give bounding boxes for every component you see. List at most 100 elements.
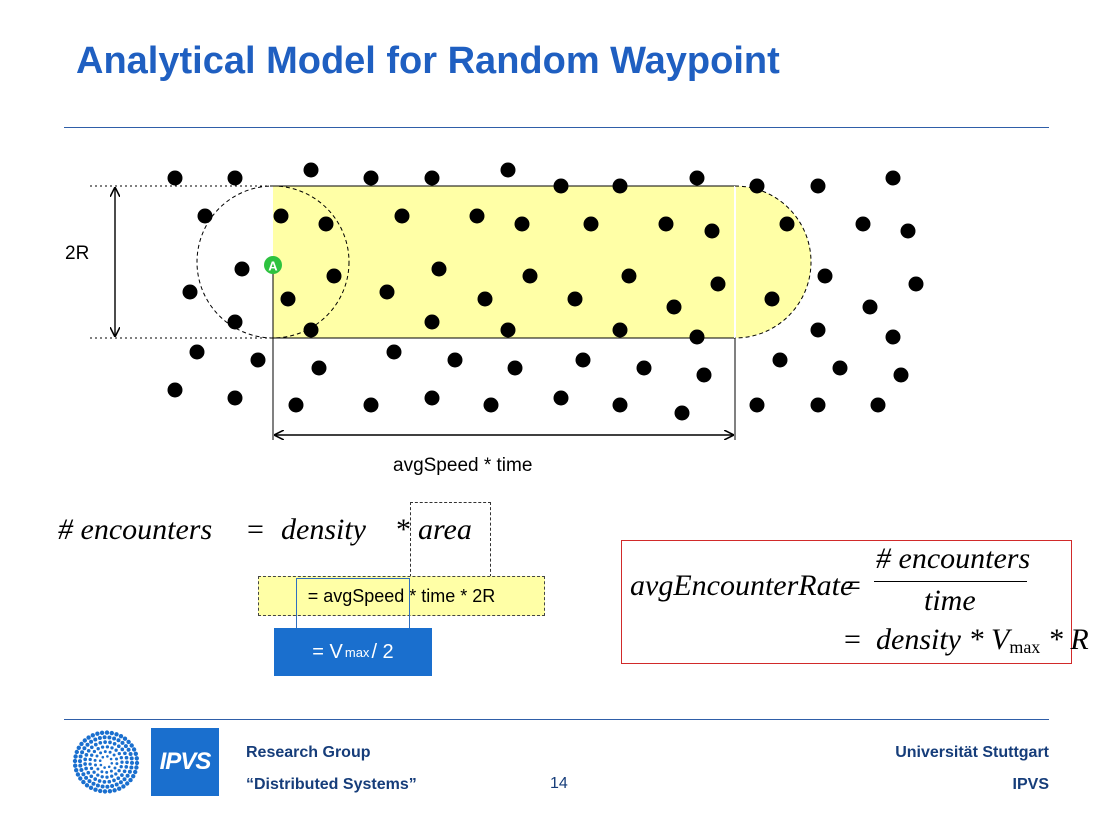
logo-dot	[83, 757, 88, 762]
node-dot	[674, 405, 690, 421]
node-dot	[696, 367, 712, 383]
node-dot	[553, 390, 569, 406]
page-number: 14	[550, 775, 568, 792]
node-dot	[469, 208, 485, 224]
logo-dot	[114, 732, 119, 737]
node-dot	[567, 291, 583, 307]
logo-dot	[72, 758, 78, 764]
logo-dot	[115, 757, 118, 761]
node-dot	[424, 170, 440, 186]
logo-dot	[107, 779, 112, 784]
logo-dot	[99, 730, 105, 735]
logo-dot	[125, 773, 130, 778]
logo-dot	[123, 744, 128, 749]
node-dot	[424, 390, 440, 406]
node-dot	[227, 390, 243, 406]
logo-dot	[118, 734, 124, 739]
multiply-symbol: *	[396, 513, 411, 546]
logo-dot	[110, 774, 114, 778]
logo-dot	[131, 774, 136, 779]
node-dot	[500, 322, 516, 338]
node-dot	[379, 284, 395, 300]
logo-dot	[101, 755, 105, 759]
logo-dot	[114, 748, 118, 752]
node-dot	[575, 352, 591, 368]
node-dot	[810, 322, 826, 338]
node-a-label: A	[268, 259, 278, 274]
logo-dot	[93, 758, 97, 762]
research-group-label: Research Group	[246, 744, 371, 761]
logo-dot	[110, 783, 115, 789]
node-dot	[303, 162, 319, 178]
node-dot	[197, 208, 213, 224]
logo-dot	[126, 747, 131, 752]
logo-dot	[121, 784, 126, 789]
logo-dot	[108, 740, 112, 745]
logo-dot	[102, 789, 108, 794]
logo-dot	[119, 756, 123, 760]
logo-dot	[107, 735, 112, 740]
logo-dot	[86, 770, 91, 775]
node-dot	[772, 352, 788, 368]
logo-dot	[88, 785, 94, 790]
node-dot	[394, 208, 410, 224]
node-dot	[855, 216, 871, 232]
logo-dot	[74, 749, 79, 755]
logo-dot	[128, 751, 133, 757]
node-dot	[621, 268, 637, 284]
logo-dot	[117, 786, 122, 791]
logo-dot	[125, 781, 130, 786]
logo-dot	[93, 737, 98, 742]
node-dot	[431, 261, 447, 277]
node-dot	[779, 216, 795, 232]
node-dot	[167, 170, 183, 186]
node-dot	[810, 397, 826, 413]
encounters-symbol: # encounters	[58, 513, 213, 546]
logo-dot	[93, 787, 98, 792]
waypoint-diagram: A	[90, 162, 924, 440]
logo-dot	[103, 766, 106, 769]
node-dot	[689, 329, 705, 345]
logo-dot	[95, 783, 100, 788]
logo-dot	[108, 750, 112, 754]
logo-dot	[88, 762, 92, 766]
logo-dot	[75, 772, 81, 777]
fraction-bar	[874, 581, 1027, 582]
logo-dot	[99, 751, 103, 755]
logo-dot	[116, 776, 121, 781]
logo-dot	[94, 763, 97, 767]
node-dot	[507, 360, 523, 376]
logo-dot	[102, 780, 107, 784]
logo-dot	[134, 756, 139, 761]
logo-dot	[93, 742, 98, 747]
node-dot	[893, 367, 909, 383]
formula-equals-2: =	[844, 623, 861, 656]
logo-dot	[126, 739, 131, 745]
logo-dot	[122, 769, 127, 774]
avgspeed-highlight	[296, 578, 410, 629]
logo-dot	[110, 761, 114, 765]
node-dot	[764, 291, 780, 307]
logo-dot	[129, 765, 134, 770]
logo-dot	[98, 740, 103, 745]
node-dot	[908, 276, 924, 292]
logo-dot	[98, 788, 103, 794]
logo-dot	[114, 782, 119, 787]
node-dot	[318, 216, 334, 232]
logo-dot	[88, 757, 92, 762]
university-label: Universität Stuttgart	[895, 744, 1049, 761]
logo-dot	[98, 759, 102, 763]
node-dot	[885, 170, 901, 186]
logo-dot	[82, 746, 87, 751]
node-dot	[326, 268, 342, 284]
node-dot	[553, 178, 569, 194]
logo-dot	[78, 763, 83, 768]
logo-dot	[122, 777, 127, 782]
logo-dot	[107, 765, 111, 769]
node-dot	[636, 360, 652, 376]
logo-dot	[96, 773, 100, 777]
logo-dot	[82, 738, 87, 743]
node-dot	[227, 170, 243, 186]
logo-dot	[80, 750, 85, 755]
random-nodes	[167, 162, 924, 421]
